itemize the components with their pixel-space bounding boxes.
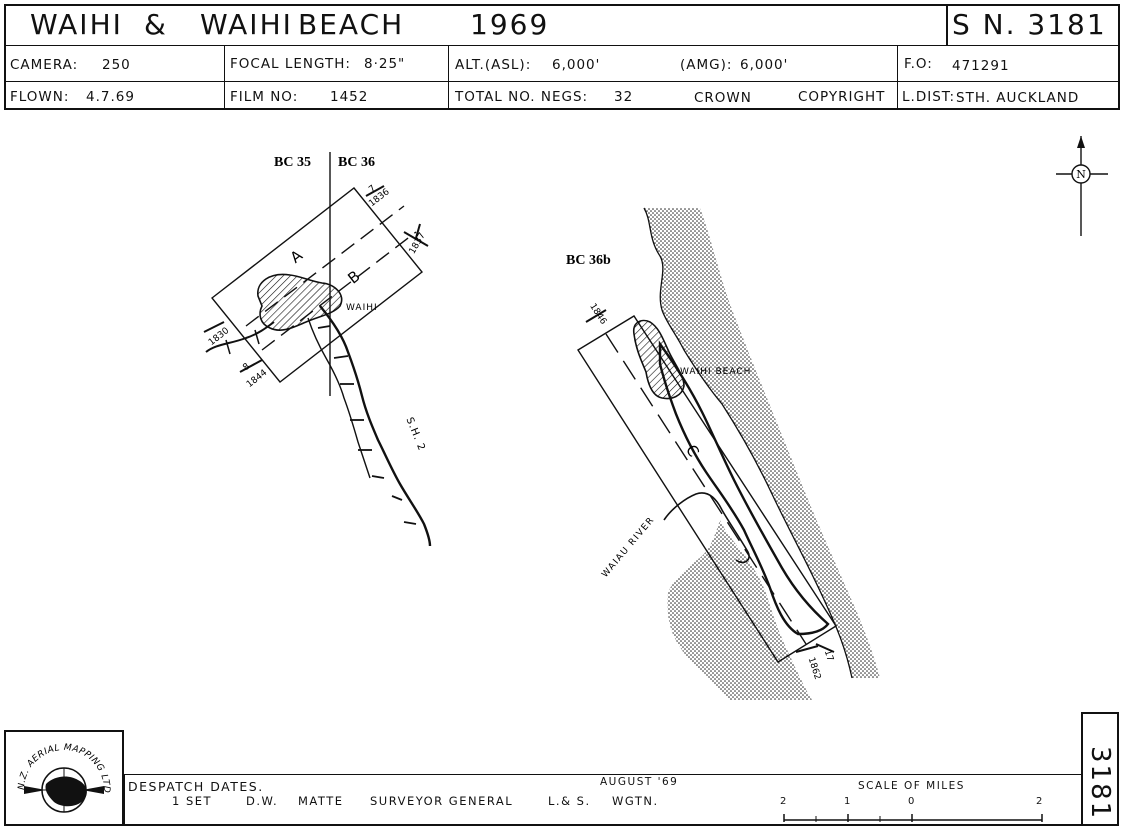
sheet-number-box	[1081, 712, 1119, 826]
negative-label-1846: 1846	[587, 302, 608, 327]
logo-box: N.Z. AERIAL MAPPING LTD.	[4, 725, 124, 826]
sheet-label-bc36: BC 36	[338, 155, 375, 170]
title-place-1: WAIHI	[30, 8, 123, 41]
negative-mark	[415, 223, 421, 239]
film-number-value: 1452	[330, 89, 369, 105]
fo-label: F.O:	[904, 56, 933, 72]
secondary-road	[307, 317, 371, 479]
coverage-block-ab	[211, 187, 423, 383]
camera-label: CAMERA:	[10, 57, 79, 73]
title-ampersand: &	[144, 8, 168, 41]
land-district-value: STH. AUCKLAND	[956, 90, 1080, 106]
scale-tick-label: 2	[1036, 796, 1044, 807]
footer-strip	[124, 774, 1081, 826]
altitude-asl-value: 6,000'	[552, 57, 601, 73]
negative-label-7: 7	[367, 184, 378, 195]
aerial-mapping-logo: N.Z. AERIAL MAPPING LTD.	[4, 725, 111, 813]
road-tick	[254, 329, 260, 345]
total-negatives-value: 32	[614, 89, 634, 105]
flown-label: FLOWN:	[10, 89, 70, 105]
road-west-of-waihi	[205, 321, 275, 353]
negative-mark	[203, 321, 225, 333]
waiau-river	[663, 492, 750, 564]
north-arrow-circle	[1071, 164, 1091, 184]
negative-label-8: 8	[241, 362, 252, 374]
flight-line-run-c	[605, 333, 807, 645]
title-place-2: WAIHI	[200, 8, 293, 41]
focal-length-label: FOCAL LENGTH:	[230, 56, 351, 72]
header-col-divider-3	[897, 45, 898, 110]
negative-mark	[815, 643, 835, 653]
land-mask	[700, 208, 1123, 678]
title-place-3: BEACH	[298, 8, 405, 41]
negative-mark	[585, 309, 607, 323]
header-row-divider-2	[4, 81, 1120, 82]
despatch-dates-label: DESPATCH DATES.	[128, 779, 264, 794]
town-label-waihi-beach: WAIHI BEACH	[680, 367, 751, 377]
north-arrow-head	[1077, 136, 1085, 148]
run-label-a: A	[287, 246, 307, 267]
fo-value: 471291	[952, 58, 1010, 74]
despatch-detail-4: SURVEYOR GENERAL	[370, 794, 514, 808]
sheet-serial-number: S N. 3181	[952, 8, 1107, 41]
road-label-sh2: S.H. 2	[403, 416, 427, 453]
header-row-divider-1	[4, 45, 1120, 46]
despatch-detail-1: 1 SET	[172, 794, 213, 808]
waihi-town-area	[257, 273, 343, 331]
despatch-detail-3: MATTE	[298, 794, 344, 808]
scale-label: SCALE OF MILES	[858, 780, 965, 792]
negative-label-17: 17	[822, 649, 835, 663]
despatch-date: AUGUST '69	[600, 776, 679, 788]
negative-mark	[239, 359, 263, 373]
despatch-detail-6: WGTN.	[612, 794, 659, 808]
scale-tick-label: 1	[844, 796, 852, 807]
harbour-area	[667, 520, 812, 700]
road-tick	[225, 339, 231, 355]
copyright-text: COPYRIGHT	[798, 89, 886, 105]
despatch-detail-5: L.& S.	[548, 794, 591, 808]
altitude-asl-label: ALT.(ASL):	[455, 57, 532, 73]
despatch-detail-2: D.W.	[246, 794, 279, 808]
header-col-divider-2	[448, 45, 449, 110]
camera-value: 250	[102, 57, 131, 73]
negative-label-1862: 1862	[806, 656, 823, 681]
road-tick	[371, 475, 385, 479]
header-col-divider-1	[224, 45, 225, 110]
focal-length-value: 8·25"	[364, 56, 406, 72]
flown-value: 4.7.69	[86, 89, 135, 105]
title-year: 1969	[470, 8, 550, 41]
crown-text: CROWN	[694, 90, 752, 106]
header-table	[4, 4, 1120, 110]
total-negatives-label: TOTAL NO. NEGS:	[455, 89, 589, 105]
altitude-amg-value: 6,000'	[740, 57, 789, 73]
scale-bar	[783, 814, 1043, 822]
scale-tick-label: 2	[780, 796, 788, 807]
north-label: N	[1076, 168, 1086, 181]
road-tick	[403, 521, 417, 525]
state-highway-2-road	[319, 305, 432, 547]
road-tick	[391, 495, 403, 501]
town-label-waihi: WAIHI	[346, 303, 378, 313]
altitude-amg-label: (AMG):	[680, 57, 733, 73]
negative-mark	[403, 231, 429, 247]
road-tick	[333, 355, 349, 359]
sheet-number-vertical: 3181	[1085, 746, 1115, 821]
scale-tick-label: 0	[908, 796, 916, 807]
land-district-label: L.DIST:	[902, 89, 956, 105]
negative-mark	[795, 645, 819, 653]
header-sn-divider	[946, 4, 948, 45]
film-number-label: FILM NO:	[230, 89, 299, 105]
sheet-label-bc36b: BC 36b	[566, 253, 611, 268]
road-tick	[317, 325, 331, 329]
coastline	[643, 207, 853, 679]
river-label: WAIAU RIVER	[600, 515, 657, 580]
coverage-block-c	[577, 315, 837, 663]
sheet-label-bc35: BC 35	[274, 155, 311, 170]
negative-mark	[365, 185, 385, 197]
